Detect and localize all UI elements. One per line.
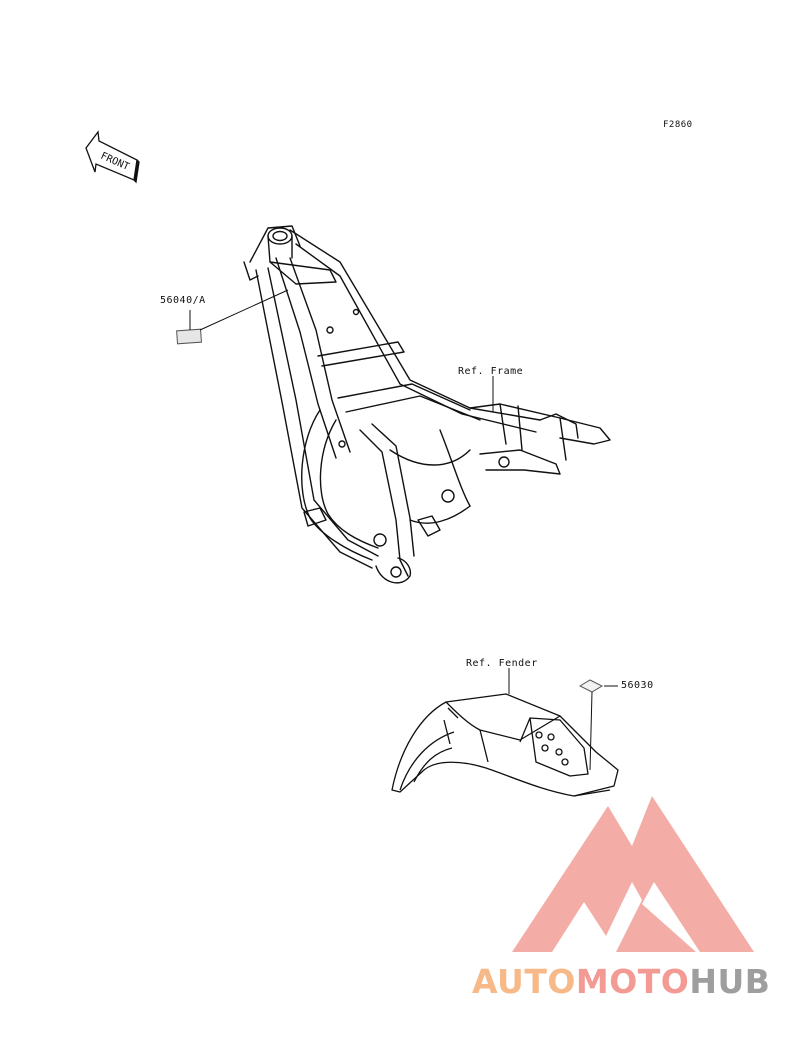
watermark-hub: HUB	[689, 962, 771, 1001]
watermark-text: AUTOMOTOHUB	[472, 962, 770, 1001]
part-label-56040a: 56040/A	[160, 295, 206, 306]
ref-fender-label: Ref. Fender	[466, 658, 538, 669]
frame-drawing	[243, 225, 611, 584]
leader-lines	[189, 289, 618, 771]
watermark-moto: MOTO	[575, 962, 690, 1001]
ref-frame-label: Ref. Frame	[458, 366, 524, 377]
front-arrow-icon: FRONT	[85, 130, 140, 184]
figure-id: F2860	[663, 120, 693, 130]
watermark-auto: AUTO	[472, 962, 576, 1001]
logo-triangle-icon	[512, 796, 754, 952]
label-sticker-icon	[176, 328, 604, 693]
fender-drawing	[391, 693, 619, 797]
part-label-56030: 56030	[621, 680, 654, 691]
